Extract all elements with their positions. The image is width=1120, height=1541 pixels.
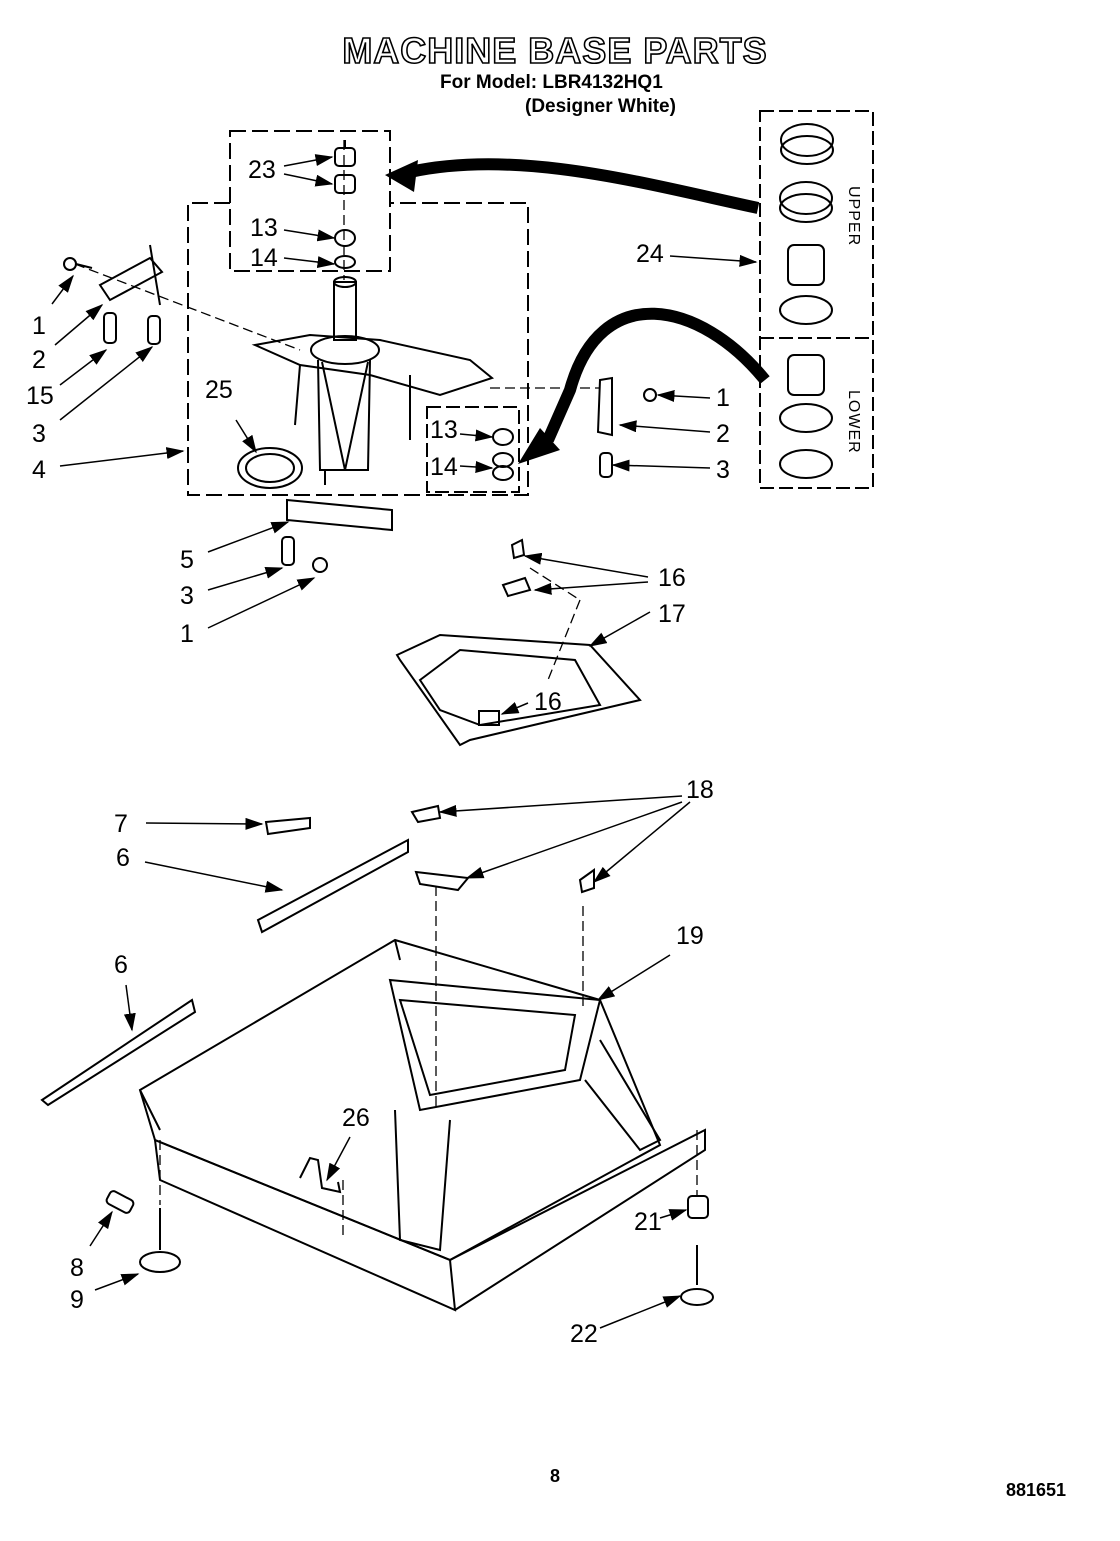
page-number: 8 (550, 1466, 561, 1486)
callout-16: 16 (534, 688, 562, 716)
model-line: For Model: LBR4132HQ1 (440, 72, 663, 93)
callout-15: 15 (26, 382, 54, 410)
kit-label-lower: LOWER (845, 390, 862, 454)
callout-3: 3 (32, 420, 46, 448)
callout-5: 5 (180, 546, 194, 574)
callout-13: 13 (250, 214, 278, 242)
callout-22: 22 (570, 1320, 598, 1348)
variant-line: (Designer White) (525, 96, 676, 117)
callout-2: 2 (32, 346, 46, 374)
callout-13: 13 (430, 416, 458, 444)
callout-4: 4 (32, 456, 46, 484)
kit-label-upper: UPPER (845, 186, 862, 247)
page-title: MACHINE BASE PARTS (342, 29, 768, 72)
callout-25: 25 (205, 376, 233, 404)
callout-16: 16 (658, 564, 686, 592)
callout-23: 23 (248, 156, 276, 184)
callout-1: 1 (32, 312, 46, 340)
callout-6: 6 (116, 844, 130, 872)
callout-1: 1 (180, 620, 194, 648)
callout-14: 14 (430, 453, 458, 481)
callout-19: 19 (676, 922, 704, 950)
callout-3: 3 (180, 582, 194, 610)
callout-21: 21 (634, 1208, 662, 1236)
callout-1: 1 (716, 384, 730, 412)
callout-3: 3 (716, 456, 730, 484)
callout-6: 6 (114, 951, 128, 979)
callout-26: 26 (342, 1104, 370, 1132)
callout-2: 2 (716, 420, 730, 448)
document-number: 881651 (1006, 1480, 1067, 1500)
callout-18: 18 (686, 776, 714, 804)
callout-17: 17 (658, 600, 686, 628)
callout-7: 7 (114, 810, 128, 838)
callout-24: 24 (636, 240, 664, 268)
callout-8: 8 (70, 1254, 84, 1282)
callout-9: 9 (70, 1286, 84, 1314)
callout-14: 14 (250, 244, 278, 272)
